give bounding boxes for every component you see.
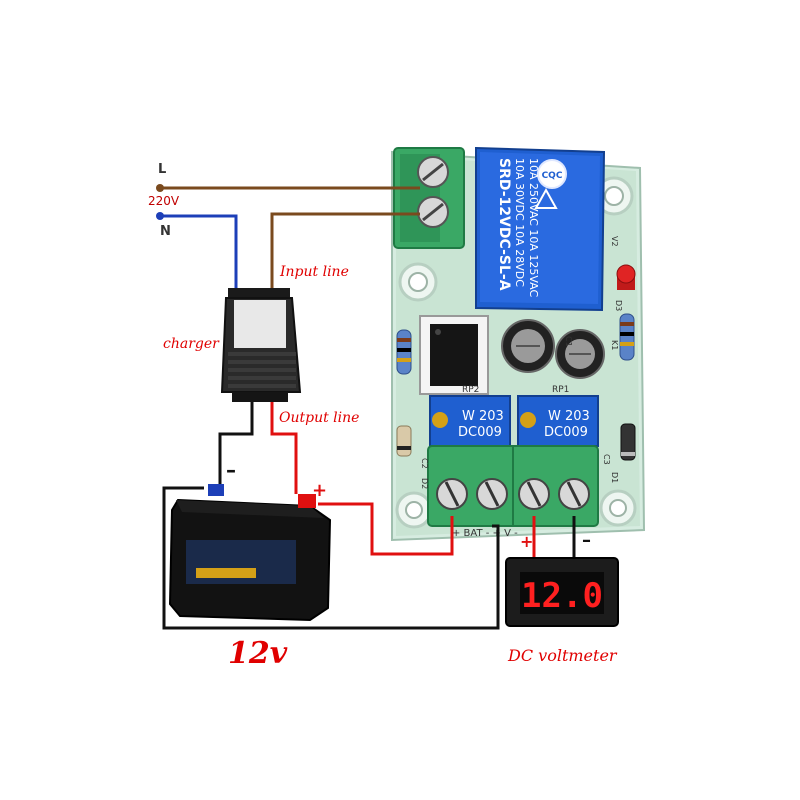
live-terminal-dot xyxy=(156,184,164,192)
neutral-terminal-dot xyxy=(156,212,164,220)
resistor-left xyxy=(396,329,412,375)
voltmeter-plus-label: + xyxy=(520,532,534,551)
mounting-hole xyxy=(395,491,433,529)
resistor-right xyxy=(619,313,635,361)
voltmeter-label: DC voltmeter xyxy=(508,646,617,665)
battery-positive-terminal xyxy=(298,494,316,508)
terminal-screw xyxy=(436,478,468,510)
battery-plus-label: + xyxy=(312,480,328,501)
diode-d1 xyxy=(620,423,636,461)
voltmeter-reading: 12.0 xyxy=(521,576,603,616)
terminal-screw xyxy=(518,478,550,510)
relay-rating-ac: 10A 250VAC 10A 125VAC xyxy=(527,158,540,298)
pot1-line2: DC009 xyxy=(544,425,588,440)
terminal-screw xyxy=(558,478,590,510)
wire-neutral xyxy=(160,214,238,292)
d3-label: D3 xyxy=(614,300,623,311)
relay: CQC SRD-12VDC-SL-A 10A 30VDC 10A 28VDC 1… xyxy=(475,146,606,312)
v2-label: V2 xyxy=(610,236,619,247)
relay-logo: CQC xyxy=(542,171,563,181)
wire-charger-positive xyxy=(270,398,298,494)
c2-label: C2 xyxy=(420,458,429,469)
capacitor-c2 xyxy=(555,329,605,379)
mains-terminal-block xyxy=(393,147,465,249)
c3-label: C3 xyxy=(602,454,611,465)
mounting-hole xyxy=(594,176,634,216)
pot2-line1: W 203 xyxy=(462,409,504,424)
neutral-label: N xyxy=(160,224,171,239)
diode-d2 xyxy=(396,425,412,457)
terminal-screw xyxy=(476,478,508,510)
ic-chip xyxy=(419,315,489,395)
wire-charger-negative xyxy=(218,398,254,484)
battery-minus-label: – xyxy=(226,458,236,482)
mounting-hole xyxy=(599,489,637,527)
k1-label: K1 xyxy=(610,340,619,350)
terminal-label: + BAT - + V - xyxy=(452,528,518,539)
voltage-label: 220V xyxy=(148,194,180,208)
dc-voltmeter: 12.0 xyxy=(505,557,619,627)
relay-model-text: SRD-12VDC-SL-A xyxy=(496,158,512,291)
input-line-label: Input line xyxy=(280,264,349,280)
potentiometer-rp2: W 203 DC009 xyxy=(429,395,511,447)
live-label: L xyxy=(158,162,167,177)
c1-label: C1 xyxy=(564,336,573,347)
output-line-label: Output line xyxy=(279,410,360,426)
mounting-hole xyxy=(398,262,438,302)
battery xyxy=(168,484,332,622)
red-led xyxy=(616,264,636,290)
output-terminal-block xyxy=(427,445,599,527)
wire-battery-negative xyxy=(162,486,500,630)
relay-rating-dc: 10A 30VDC 10A 28VDC xyxy=(513,158,526,287)
battery-negative-terminal xyxy=(208,484,224,496)
wire-battery-positive xyxy=(318,502,454,556)
rp2-label: RP2 xyxy=(462,385,479,395)
charger-label: charger xyxy=(163,336,219,352)
pot1-line1: W 203 xyxy=(548,409,590,424)
potentiometer-rp1: W 203 DC009 xyxy=(517,395,599,447)
charger-adapter xyxy=(220,288,302,402)
warning-triangle-icon xyxy=(534,187,558,209)
rp1-label: RP1 xyxy=(552,385,569,395)
pot2-line2: DC009 xyxy=(458,425,502,440)
charger-sticker xyxy=(234,300,286,348)
capacitor-c1 xyxy=(501,319,555,373)
charger-vents xyxy=(228,352,296,388)
battery-voltage-label: 12v xyxy=(228,636,288,671)
voltmeter-minus-label: – xyxy=(582,530,591,551)
d1-label: D1 xyxy=(610,472,619,483)
wire-charger-input xyxy=(270,212,420,292)
cqc-logo-icon xyxy=(537,159,567,189)
d2-label: D2 xyxy=(420,478,429,489)
